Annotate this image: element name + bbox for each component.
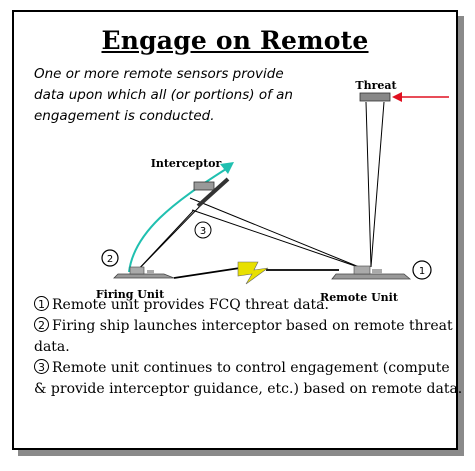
threat-group: Threat (355, 79, 449, 102)
svg-text:3: 3 (200, 226, 206, 237)
marker-3: 3 (194, 221, 212, 239)
firing-ship (113, 266, 175, 279)
guidance-beams (189, 197, 365, 270)
interceptor-path-arrowhead (220, 162, 234, 174)
intro-text: One or more remote sensors provide data … (34, 66, 293, 124)
interceptor-missile (193, 177, 230, 208)
remote-ship (331, 265, 412, 280)
note-2-number: 2 (34, 317, 49, 332)
remote-tracking-beams (365, 101, 385, 268)
svg-text:2: 2 (107, 254, 113, 265)
note-3-text: Remote unit continues to control engagem… (34, 360, 463, 397)
threat-label: Threat (355, 79, 397, 92)
slide-title: Engage on Remote (101, 26, 369, 55)
marker-2: 2 (101, 249, 119, 267)
interceptor-flight-path (128, 168, 227, 273)
threat-arrowhead (392, 92, 402, 102)
lightning-bolt-icon (237, 261, 269, 285)
note-1-number: 1 (34, 296, 49, 311)
threat-missile (359, 92, 391, 102)
interceptor-label: Interceptor (151, 157, 222, 170)
svg-text:1: 1 (419, 266, 425, 277)
remote-unit-label: Remote Unit (320, 291, 399, 302)
firing-unit-label: Firing Unit (96, 288, 165, 301)
data-link (173, 261, 339, 285)
note-3-number: 3 (34, 359, 49, 374)
note-1-text: Remote unit provides FCQ threat data. (52, 297, 329, 313)
note-2-text: Firing ship launches interceptor based o… (34, 318, 453, 355)
firing-beams (133, 201, 205, 275)
engagement-diagram: Threat Interceptor 3 (96, 79, 449, 302)
marker-1: 1 (412, 260, 432, 280)
slide-frame: Engage on Remote One or more remote sens… (12, 10, 462, 450)
